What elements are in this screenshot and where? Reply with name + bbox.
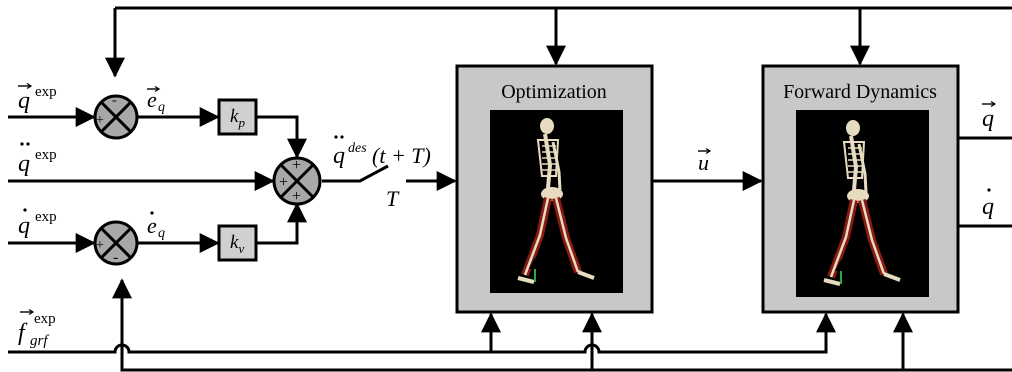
kp-label: kp xyxy=(230,106,245,130)
label-output-qd: q xyxy=(982,188,994,220)
svg-text:grf: grf xyxy=(30,333,49,349)
svg-text:(t + T): (t + T) xyxy=(372,143,431,168)
kv-to-sum2 xyxy=(256,202,307,245)
kp-to-sum2 xyxy=(256,115,307,159)
label-qdd-exp: q exp xyxy=(18,142,57,177)
svg-text:des: des xyxy=(348,141,367,156)
svg-text:exp: exp xyxy=(34,311,56,327)
skeleton-image-forward-dynamics xyxy=(796,110,929,297)
sum3-sign-bottom: - xyxy=(113,249,118,266)
sum2-sign-top: + xyxy=(292,157,301,174)
svg-text:f: f xyxy=(18,320,28,346)
label-q-des: q des (t + T) xyxy=(333,135,431,169)
sum1-sign-top: - xyxy=(112,93,117,108)
sum2-sign-left: + xyxy=(279,174,288,191)
label-ed-q: e q xyxy=(147,211,165,241)
signal-lines xyxy=(8,6,1012,372)
svg-text:q: q xyxy=(333,143,345,169)
svg-text:e: e xyxy=(147,213,157,238)
label-e-q: e q xyxy=(147,85,165,115)
gain-kv: kv xyxy=(217,224,258,262)
label-u: u xyxy=(698,147,712,175)
svg-text:q: q xyxy=(158,226,165,241)
skeleton-image-optimization xyxy=(490,110,623,293)
sum2-sign-bottom: + xyxy=(292,188,301,205)
svg-text:q: q xyxy=(982,106,994,132)
label-output-q: q xyxy=(982,100,997,132)
svg-text:exp: exp xyxy=(35,209,57,225)
sum-junction-1: - + xyxy=(93,93,139,140)
svg-text:q: q xyxy=(158,100,165,115)
svg-text:q: q xyxy=(18,151,30,177)
grf-bus xyxy=(8,314,828,354)
sum-junction-2: + + + xyxy=(272,156,322,206)
kv-label: kv xyxy=(230,232,244,256)
feedback-bus-bottom xyxy=(112,278,1012,372)
forward-dynamics-block: Forward Dynamics xyxy=(761,64,960,314)
switch-line xyxy=(322,164,389,183)
sum3-sign-left: + xyxy=(96,238,104,253)
label-q-exp: q exp xyxy=(18,82,57,114)
optimization-block: Optimization xyxy=(455,64,654,314)
gain-kp: kp xyxy=(217,98,258,136)
svg-text:exp: exp xyxy=(35,147,57,163)
forward-dynamics-title: Forward Dynamics xyxy=(783,81,937,103)
sum-junction-3: + - xyxy=(93,220,139,266)
svg-text:e: e xyxy=(147,87,157,112)
optimization-title: Optimization xyxy=(501,81,607,103)
svg-text:q: q xyxy=(982,194,994,220)
switch-label: T xyxy=(386,186,400,211)
label-f-grf-exp: f grf exp xyxy=(18,308,56,349)
svg-text:exp: exp xyxy=(35,84,57,100)
svg-text:q: q xyxy=(18,88,30,114)
svg-text:q: q xyxy=(18,213,30,239)
label-qd-exp: q exp xyxy=(18,208,57,239)
svg-text:u: u xyxy=(698,150,709,175)
sum1-sign-left: + xyxy=(96,113,104,128)
